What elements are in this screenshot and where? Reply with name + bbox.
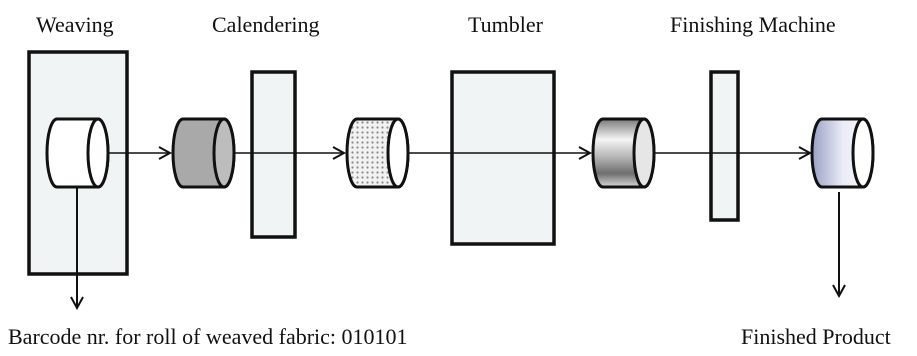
stage-label-tumbler: Tumbler — [468, 12, 543, 37]
fabric-roll-woven — [45, 117, 110, 189]
fabric-roll-calendered — [171, 117, 236, 189]
calendering-machine — [250, 70, 297, 239]
fabric-roll-product — [810, 117, 875, 189]
fabric-roll-finished — [591, 117, 656, 189]
tumbler-machine — [450, 70, 556, 246]
barcode-note: Barcode nr. for roll of weaved fabric: 0… — [8, 324, 408, 349]
finishing-machine — [709, 70, 740, 222]
stage-label-finishing-machine: Finishing Machine — [670, 12, 836, 37]
stage-label-weaving: Weaving — [36, 12, 114, 37]
fabric-roll-tumbled — [345, 117, 410, 189]
stage-label-calendering: Calendering — [212, 12, 320, 37]
finished-product-label: Finished Product — [741, 324, 891, 349]
